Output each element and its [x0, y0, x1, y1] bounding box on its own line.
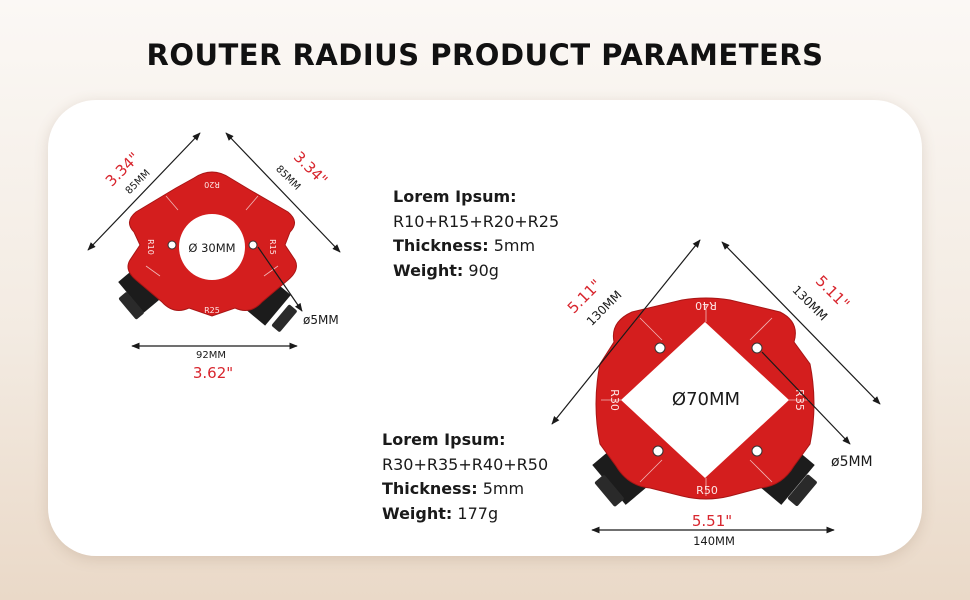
page-title: ROUTER RADIUS PRODUCT PARAMETERS — [146, 38, 824, 72]
large-pin-hole-top-left — [654, 342, 666, 354]
small-radius-label-left: R10 — [146, 239, 155, 255]
large-spec-model-label: Lorem Ipsum: — [382, 430, 506, 449]
small-radius-label-top: R20 — [204, 180, 220, 189]
large-pin-hole-size: ø5MM — [831, 454, 873, 470]
large-pin-hole-top-right — [751, 342, 763, 354]
large-template: Ø70MM R40 R30 R35 R50 5.11" 130MM 5.11" … — [551, 239, 881, 548]
small-spec-block: Lorem Ipsum: R10+R15+R20+R25 Thickness: … — [393, 185, 559, 283]
large-pin-hole-bottom-right — [751, 445, 763, 457]
small-dim-line-right — [225, 132, 341, 253]
large-spec-thickness-label: Thickness: — [382, 479, 478, 498]
small-spec-weight-value: 90g — [468, 260, 499, 280]
small-pin-hole-right — [248, 240, 258, 250]
small-clamp-right — [245, 278, 297, 332]
small-radius-label-bottom: R25 — [204, 306, 220, 315]
large-dim-line-right — [721, 241, 881, 405]
small-pin-leader — [257, 246, 303, 312]
small-dim-line-left — [87, 132, 201, 251]
small-spec-model-label: Lorem Ipsum: — [393, 187, 517, 206]
large-spec-weight-label: Weight: — [382, 503, 453, 523]
small-spec-weight-label: Weight: — [393, 260, 464, 280]
large-pin-leader — [761, 351, 851, 445]
large-dim-line-left — [551, 239, 701, 425]
large-spec-model-value: R30+R35+R40+R50 — [382, 454, 549, 474]
large-spec-block: Lorem Ipsum: R30+R35+R40+R50 Thickness: … — [382, 428, 548, 526]
small-spec-thickness-label: Thickness: — [393, 236, 489, 255]
large-spec-thickness-value: 5mm — [482, 479, 525, 498]
small-center-hole-label: Ø 30MM — [188, 241, 235, 255]
small-radius-label-right: R15 — [268, 239, 277, 255]
large-radius-label-left: R30 — [608, 389, 621, 411]
large-radius-label-bottom: R50 — [696, 484, 718, 497]
small-pin-hole-size: ø5MM — [303, 313, 339, 327]
small-spec-model-value: R10+R15+R20+R25 — [393, 211, 560, 231]
small-width-mm: 92MM — [196, 350, 226, 361]
large-pin-hole-bottom-left — [652, 445, 664, 457]
small-width-inches: 3.62" — [193, 364, 233, 382]
small-pin-hole-left — [167, 240, 177, 250]
small-template: Ø 30MM R20 R10 R15 R25 3.34" 85MM 3.34" … — [87, 132, 341, 382]
large-width-mm: 140MM — [693, 534, 735, 548]
small-spec-thickness-value: 5mm — [493, 236, 536, 255]
large-spec-weight-value: 177g — [457, 503, 499, 523]
large-center-hole-label: Ø70MM — [672, 389, 740, 410]
large-radius-label-right: R35 — [793, 389, 806, 411]
small-clamp-left — [118, 265, 164, 320]
large-radius-label-top: R40 — [695, 299, 717, 312]
large-width-inches: 5.51" — [692, 512, 732, 530]
